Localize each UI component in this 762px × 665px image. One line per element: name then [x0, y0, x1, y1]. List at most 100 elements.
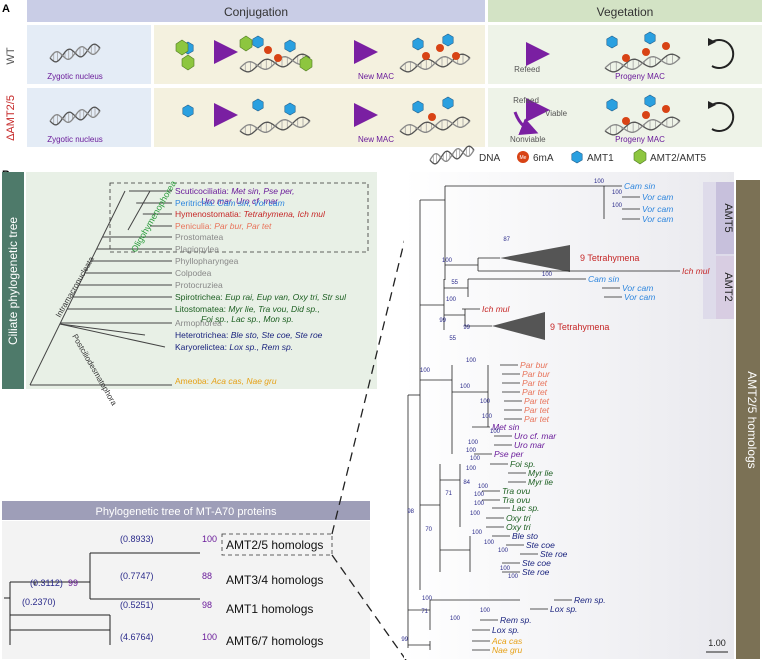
bootstrap-value-32: 100 — [508, 574, 519, 580]
methyl-mark — [642, 111, 650, 119]
tree-leaf-27: Oxy tri — [506, 522, 532, 532]
ciliate-branch — [29, 190, 126, 386]
panel-a-label: A — [2, 3, 10, 15]
methyl-mark — [642, 48, 650, 56]
bootstrap-value-33: 98 — [407, 509, 414, 515]
dna-strand — [604, 119, 681, 133]
mta-bl-root: (0.2370) — [22, 597, 56, 607]
mta-label-amt67: AMT6/7 homologs — [226, 634, 323, 648]
mut-conj-dna — [239, 116, 311, 136]
taxon-species: Tetrahymena, Ich mul — [244, 209, 327, 219]
bootstrap-value-26: 100 — [470, 511, 481, 517]
bootstrap-value-25: 71 — [445, 491, 452, 497]
mta-bl-amt25: (0.8933) — [120, 534, 154, 544]
tree-leaf-35: Rem sp. — [500, 615, 532, 625]
methyl-mark — [452, 52, 460, 60]
mta-bl-amt34: (0.7747) — [120, 571, 154, 581]
wt-amt1-icon — [606, 35, 618, 49]
wt-newmac-label: New MAC — [358, 72, 394, 81]
ciliate-tree-bg — [26, 172, 377, 389]
taxon-name: Phyllopharyngea — [175, 256, 239, 266]
taxon-species: Eup rai, Eup van, Oxy tri, Str sul — [225, 292, 347, 302]
mta-bs-amt34: 88 — [202, 571, 212, 581]
cell-cycle-arrow — [711, 102, 735, 132]
cell-cycle-arrow — [711, 39, 735, 69]
bootstrap-value-7: 100 — [542, 272, 553, 278]
tree-leaf-12: Par tet — [522, 387, 548, 397]
methyl-mark — [622, 54, 630, 62]
bootstrap-value-10: 55 — [449, 336, 456, 342]
tree-leaf-23: Tra ovu — [502, 486, 530, 496]
tree-leaf-4: Ich mul — [682, 266, 711, 276]
tree-leaf-32: Ste roe — [522, 567, 550, 577]
row-mutant-label: ΔAMT2/5 — [5, 95, 17, 141]
bootstrap-value-31: 100 — [500, 566, 511, 572]
mta-bl-b2: (0.3112) — [30, 578, 63, 588]
methyl-mark — [622, 117, 630, 125]
bootstrap-value-23: 100 — [474, 492, 485, 498]
taxon-species: Cam sin, Vor cam — [218, 198, 285, 208]
ciliate-taxon-2: Hymenostomatia: Tetrahymena, Ich mul — [175, 209, 326, 219]
bootstrap-value-9: 99 — [463, 325, 470, 331]
legend-dna: DNA — [479, 153, 500, 164]
mta-bs-b2: 99 — [68, 578, 78, 588]
wt-conjugation-bg — [154, 25, 485, 84]
tree-leaf-3: Vor cam — [642, 214, 673, 224]
methyl-mark — [428, 113, 436, 121]
bootstrap-value-12: 100 — [466, 358, 477, 364]
bootstrap-value-16: 100 — [490, 429, 501, 435]
dna-strand — [604, 56, 681, 70]
bootstrap-value-6: 100 — [446, 297, 457, 303]
bootstrap-value-38: 99 — [401, 637, 408, 643]
mut-zygotic-dna — [49, 106, 101, 126]
taxon-name: Plagiopylea — [175, 244, 219, 254]
ciliate-taxon-8: Protocruziea — [175, 280, 223, 290]
mta-bs-amt25: 100 — [202, 534, 217, 544]
wt-zygotic-bg — [27, 25, 151, 84]
mta-bs-amt1: 98 — [202, 600, 212, 610]
wt-amt1-icon — [284, 39, 296, 53]
bootstrap-value-3: 87 — [503, 237, 510, 243]
legend-dna-icon — [429, 145, 475, 165]
tree-leaf-33: Rem sp. — [574, 595, 606, 605]
wt-amt1-icon — [644, 31, 656, 45]
conjugation-header: Conjugation — [224, 5, 288, 19]
ciliate-taxon-12: Heterotrichea: Ble sto, Ste coe, Ste roe — [175, 330, 323, 340]
panel-a-illustrations — [49, 31, 735, 136]
tree-leaf-11: Par tet — [522, 378, 548, 388]
bootstrap-value-29: 70 — [425, 527, 432, 533]
tree-leaf-26: Oxy tri — [506, 513, 532, 523]
bootstrap-value-21: 84 — [463, 480, 470, 486]
tetrahymena-clade-b — [492, 312, 545, 340]
row-wt-label: WT — [5, 47, 17, 64]
tree-leaf-15: Par tet — [524, 414, 550, 424]
tree-leaf-0: Cam sin — [624, 181, 655, 191]
mut-newmac-dna — [399, 116, 471, 136]
bootstrap-value-30: 100 — [498, 548, 509, 554]
ciliate-branch — [127, 190, 151, 231]
amt25-icon — [181, 54, 195, 71]
bootstrap-value-8: 99 — [439, 318, 446, 324]
bootstrap-value-1: 100 — [612, 190, 623, 196]
taxon-name: Ameoba: — [175, 376, 211, 386]
tree-leaf-7: Vor cam — [624, 292, 655, 302]
dna-strand — [49, 46, 101, 60]
legend-amt25-icon — [633, 148, 647, 165]
ciliate-title: Ciliate phylogenetic tree — [6, 217, 20, 345]
tree-leaf-1: Vor cam — [642, 192, 673, 202]
tree-leaf-18: Uro mar — [514, 440, 546, 450]
tetrahymena-label-a: 9 Tetrahymena — [580, 253, 639, 263]
tree-leaf-14: Par tet — [524, 405, 550, 415]
tree-leaf-19: Pse per — [494, 449, 524, 459]
methyl-mark — [436, 44, 444, 52]
tree-leaf-31: Ste coe — [522, 558, 551, 568]
wt-refeed-label: Refeed — [514, 65, 540, 74]
ciliate-taxon-10: Litostomatea: Myr lie, Tra vou, Did sp., — [175, 304, 320, 314]
nonviable-label: Nonviable — [510, 135, 546, 144]
mta-label-amt34: AMT3/4 homologs — [226, 573, 323, 587]
ciliate-taxon-0-cont: Uro mar, Uro cf. mar — [201, 196, 279, 206]
amt2-label: AMT2 — [722, 272, 734, 301]
taxon-name: Heterotrichea: — [175, 330, 231, 340]
mta-label-amt25: AMT2/5 homologs — [226, 538, 323, 552]
scale-bar-label: 1.00 — [708, 638, 726, 648]
